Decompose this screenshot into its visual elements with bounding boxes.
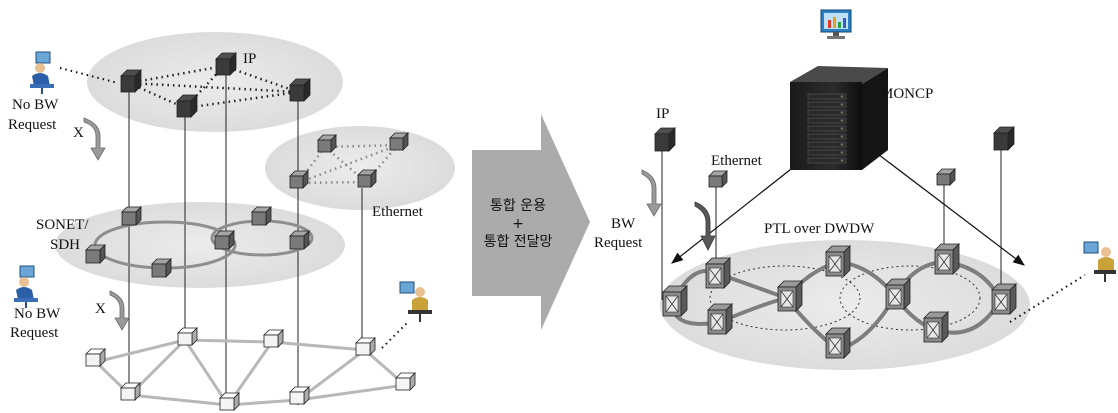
request-label: Request — [8, 117, 57, 133]
ptl-switch-node — [705, 257, 731, 289]
transition-arrow — [472, 114, 590, 330]
dwdm-rings — [709, 265, 981, 331]
user-link — [1009, 274, 1086, 323]
no-bw-label: No BW — [14, 306, 61, 322]
ip-layer-ellipse — [87, 32, 343, 132]
ethernet-switch-node — [389, 132, 409, 151]
integrated-operation-label: 통합 운용 — [490, 198, 546, 214]
control-links — [671, 147, 1025, 266]
user-at-computer-icon — [1083, 241, 1116, 282]
x-label: X — [73, 125, 84, 141]
bw-label: BW — [611, 216, 636, 232]
ip-router-node — [289, 78, 311, 102]
ptl-over-dwdw-label: PTL over DWDW — [764, 221, 875, 237]
down-arrow-icon — [694, 201, 716, 251]
physical-node — [85, 348, 106, 367]
ip-label: IP — [656, 106, 669, 122]
ethernet-label: Ethernet — [711, 153, 763, 169]
monitor-icon — [820, 9, 852, 39]
physical-node — [120, 382, 141, 401]
physical-node — [177, 327, 198, 346]
sonet-layer-label: SONET/ — [36, 217, 89, 233]
ip-router-node — [176, 94, 198, 118]
ptl-switch-node — [707, 303, 733, 335]
physical-node — [219, 392, 240, 411]
no-bw-label: No BW — [12, 97, 59, 113]
ip-mesh — [128, 64, 299, 110]
user-at-computer-icon — [30, 51, 54, 94]
user-links — [59, 67, 409, 349]
x-label: X — [95, 301, 106, 317]
sonet-adm-node — [85, 244, 106, 264]
sonet-adm-node — [289, 230, 310, 250]
sonet-adm-node — [121, 206, 142, 226]
request-label: Request — [594, 235, 643, 251]
down-arrow-icon — [109, 290, 130, 331]
ptl-switch-node — [662, 285, 688, 317]
ip-router-node — [215, 52, 237, 76]
request-label: Request — [10, 325, 59, 341]
ip-layer-label: IP — [243, 51, 256, 67]
ptl-switch-node — [991, 283, 1017, 315]
ptl-switch-node — [825, 327, 851, 359]
ethernet-switch-node — [708, 170, 728, 188]
physical-node — [289, 386, 310, 405]
ptl-switch-node — [934, 243, 960, 275]
right-nodes — [654, 126, 1017, 359]
sonet-adm-node — [151, 258, 172, 278]
ethernet-layer-label: Ethernet — [372, 204, 424, 220]
user-at-computer-icon — [399, 281, 432, 322]
ptl-switch-node — [923, 311, 949, 343]
sdh-layer-label: SDH — [50, 237, 80, 253]
down-arrow-icon — [641, 169, 662, 217]
physical-node — [355, 337, 376, 356]
ptl-switch-node — [825, 245, 851, 277]
physical-node — [395, 372, 416, 391]
server-icon — [790, 66, 888, 170]
integrated-transport-label: 통합 전달망 — [484, 234, 553, 250]
ethernet-switch-node — [936, 168, 956, 186]
physical-node — [263, 329, 284, 348]
ip-router-node — [993, 126, 1015, 151]
ptl-switch-node — [885, 278, 911, 310]
sonet-adm-node — [214, 230, 235, 250]
moncp-label: MONCP — [880, 86, 933, 102]
ethernet-layer-ellipse — [265, 126, 455, 210]
ethernet-switch-node — [317, 134, 337, 153]
sonet-adm-node — [251, 206, 272, 226]
ethernet-switch-node — [289, 170, 309, 189]
user-at-computer-icon — [14, 265, 38, 308]
ip-router-node — [120, 69, 142, 93]
ip-router-node — [654, 127, 676, 152]
left-nodes — [85, 52, 416, 411]
plus-label: + — [512, 216, 524, 232]
ethernet-switch-node — [357, 169, 377, 188]
down-arrow-icon — [83, 117, 106, 161]
ptl-switch-node — [777, 280, 803, 312]
